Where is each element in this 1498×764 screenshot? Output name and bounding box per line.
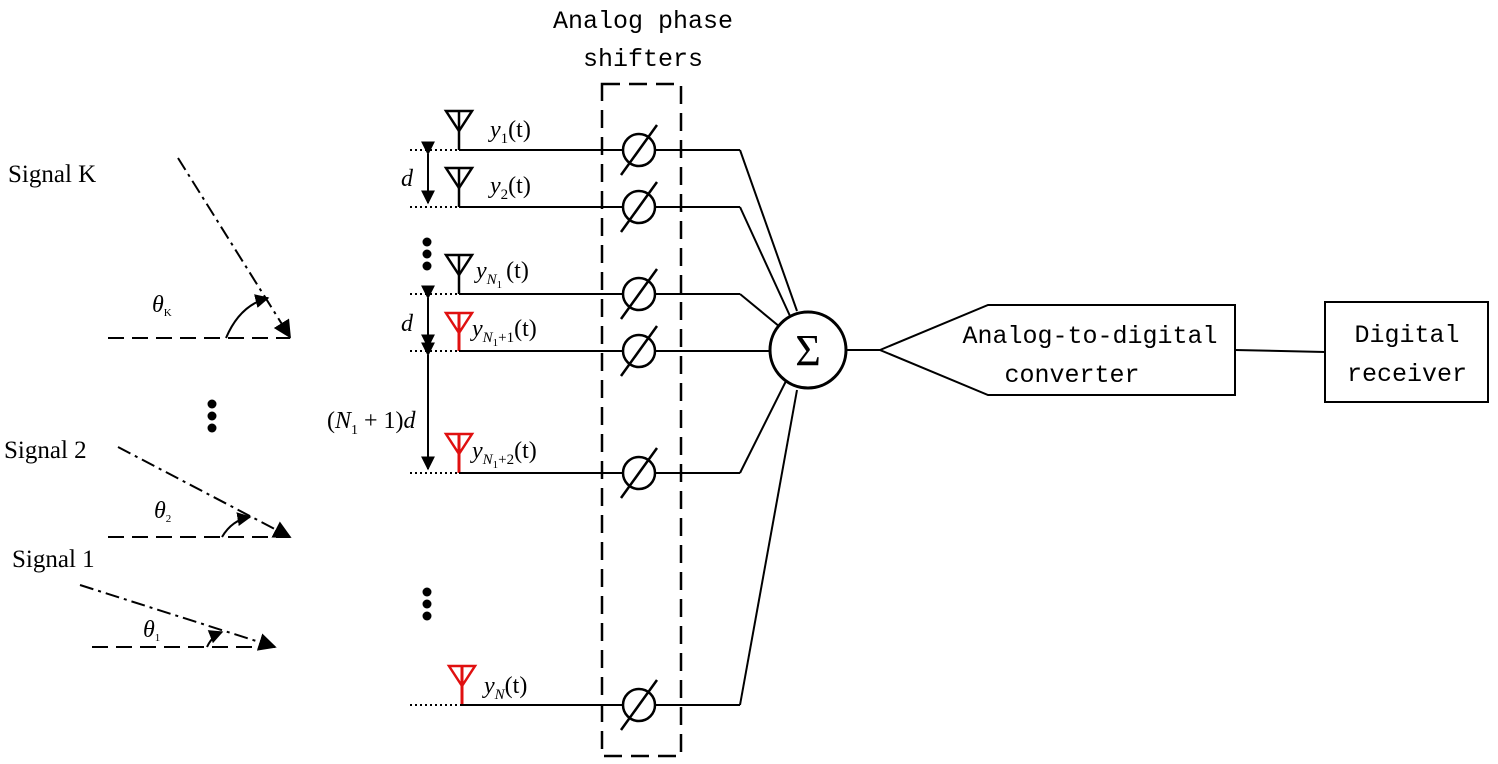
phase-shifters-box — [600, 82, 683, 758]
antenna-n1-label: yN1(t) — [474, 258, 529, 291]
adc-block: Analog-to-digital converter — [877, 304, 1236, 396]
phase-shifter-4 — [619, 325, 659, 377]
signal-k-label: Signal K — [8, 161, 96, 188]
antenna-n-label: yN(t) — [482, 673, 527, 703]
phase-shifters-label-line1: Analog phase — [553, 7, 733, 36]
adc-label-line2: converter — [1004, 361, 1139, 390]
signal-2-label: Signal 2 — [4, 437, 87, 464]
spacing-n1-plus-1-d-label: (N1 + 1)d — [327, 408, 417, 438]
theta-k: θK — [152, 292, 172, 319]
summer: Σ — [768, 310, 848, 390]
signal-1: Signal 1 θ1 — [12, 546, 277, 651]
antenna-n: yN(t) — [410, 664, 740, 706]
antenna-2-label: y2(t) — [488, 173, 531, 203]
digital-receiver-block: Digital receiver — [1324, 301, 1489, 403]
receiver-label-line1: Digital — [1354, 321, 1459, 350]
antenna-dots-upper — [422, 237, 432, 271]
theta-1: θ1 — [143, 617, 160, 644]
sum-symbol: Σ — [795, 326, 821, 375]
signal-1-label: Signal 1 — [12, 546, 95, 573]
spacing-d-2: d — [401, 285, 435, 349]
phase-shifter-5 — [619, 447, 659, 499]
antenna-n1-plus-2-label: yN1+2(t) — [470, 438, 537, 471]
spacing-n1-plus-1-d: (N1 + 1)d — [327, 342, 435, 471]
combiner-lines — [739, 149, 798, 706]
receiver-label-line2: receiver — [1347, 360, 1467, 389]
phase-shifter-2 — [619, 181, 659, 233]
adc-to-receiver-line — [1234, 349, 1326, 353]
spacing-d-1: d — [401, 141, 440, 205]
phase-shifter-6 — [619, 679, 659, 731]
theta-2: θ2 — [154, 498, 171, 525]
phase-shifters — [619, 124, 659, 731]
spacing-d-1-label: d — [401, 166, 414, 192]
adc-label-line1: Analog-to-digital — [962, 322, 1217, 351]
antenna-n1: yN1(t) — [410, 253, 740, 295]
phase-shifters-label-line2: shifters — [583, 45, 703, 74]
signal-dots-left — [207, 399, 217, 433]
phase-shifter-1 — [619, 124, 659, 176]
antenna-1-label: y1(t) — [488, 117, 531, 147]
signal-2: Signal 2 θ2 — [4, 437, 292, 538]
antenna-1: y1(t) — [410, 109, 740, 151]
phase-shifter-3 — [619, 268, 659, 320]
signal-k: Signal K θK — [8, 157, 291, 339]
spacing-d-2-label: d — [401, 311, 414, 337]
antenna-n1-plus-2: yN1+2(t) — [410, 432, 740, 474]
antenna-dots-lower — [422, 587, 432, 621]
antenna-n1-plus-1-label: yN1+1(t) — [470, 316, 537, 349]
antenna-n1-plus-1: yN1+1(t) — [410, 311, 770, 352]
antenna-2: y2(t) — [410, 166, 740, 208]
